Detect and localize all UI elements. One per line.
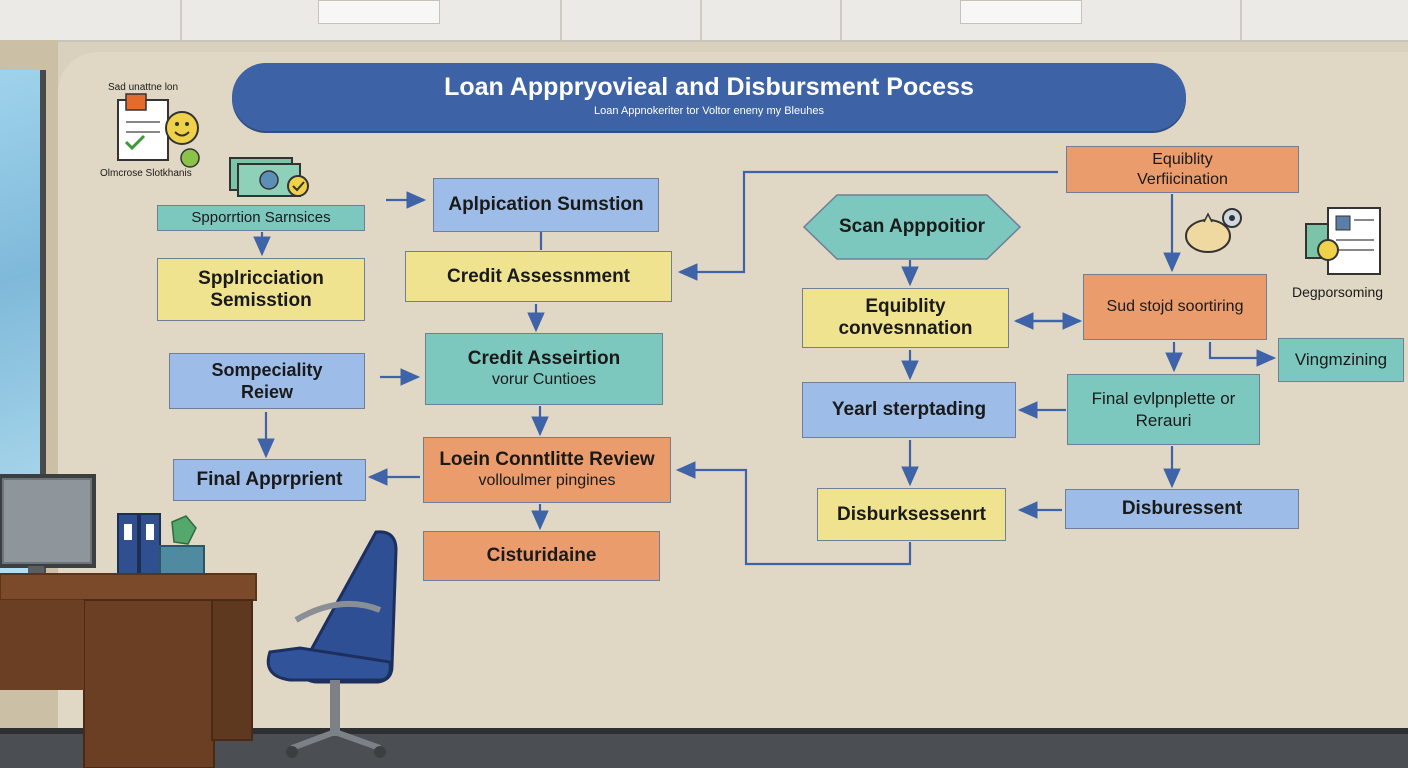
ceiling-light bbox=[318, 0, 440, 24]
money-icon bbox=[229, 157, 309, 197]
flow-node-application-submission: Spplricciation Semisstion bbox=[157, 258, 365, 321]
ceiling-beam bbox=[1240, 0, 1242, 40]
node-subtitle: volloulmer pingines bbox=[478, 472, 616, 489]
flow-node-disbursement-right: Disburessent bbox=[1065, 489, 1299, 529]
title-banner: Loan Apppryovieal and Disbursment Pocess… bbox=[232, 63, 1186, 131]
node-title: Credit Asseirtion bbox=[467, 348, 621, 369]
flow-node-scan-application: Scan Apppoitior bbox=[838, 216, 986, 237]
flow-node-final-approval: Final Apprprient bbox=[173, 459, 366, 501]
node-label: Spplricciation Semisstion bbox=[198, 267, 324, 311]
ceiling bbox=[0, 0, 1408, 42]
diagram-title: Loan Apppryovieal and Disbursment Pocess bbox=[444, 73, 974, 101]
ceiling-beam bbox=[180, 0, 182, 40]
node-subtitle: vorur Cuntioes bbox=[491, 371, 597, 388]
diagram-subtitle: Loan Appnokeriter tor Voltor eneny my Bl… bbox=[594, 105, 824, 117]
flow-node-credit-asseirtion: Credit Asseirtion vorur Cuntioes bbox=[425, 333, 663, 405]
desk bbox=[0, 573, 257, 601]
binder bbox=[117, 513, 139, 581]
flow-node-support-services: Spporrtion Sarnsices bbox=[157, 205, 365, 231]
ceiling-beam bbox=[840, 0, 842, 40]
node-label: Equiblity Verfiicination bbox=[1137, 150, 1228, 188]
flow-node-speciality-review: Sompeciality Reiew bbox=[169, 353, 365, 409]
checklist-smiley-icon bbox=[117, 93, 200, 168]
resume-document-icon bbox=[1305, 207, 1381, 275]
ceiling-beam bbox=[560, 0, 562, 40]
node-label: Equiblity convesnnation bbox=[838, 296, 973, 339]
flow-node-sud-stojd-sorting: Sud stojd soortiring bbox=[1083, 274, 1267, 340]
flow-node-cisturidaine: Cisturidaine bbox=[423, 531, 660, 581]
flow-node-application-sumstion: Aplpication Sumstion bbox=[433, 178, 659, 232]
flow-node-disbursement-left: Disburksessenrt bbox=[817, 488, 1006, 541]
ceiling-light bbox=[960, 0, 1082, 24]
flow-node-yearly-sterptading: Yearl sterptading bbox=[802, 382, 1016, 438]
binder bbox=[139, 513, 161, 581]
ceiling-beam bbox=[700, 0, 702, 40]
flow-node-vingmzining: Vingmzining bbox=[1278, 338, 1404, 382]
node-title: Loein Conntlitte Review bbox=[439, 449, 655, 470]
icon-caption-top: Sad unattne lon bbox=[108, 82, 179, 93]
node-label: Final evlpnplette or Rerauri bbox=[1091, 388, 1236, 430]
icon-caption-right: Degporsoming bbox=[1292, 284, 1384, 300]
flow-node-eligibility-verification: Equiblity Verfiicination bbox=[1066, 146, 1299, 193]
node-label: Sompeciality Reiew bbox=[211, 360, 323, 402]
office-furniture bbox=[0, 474, 398, 768]
icon-caption-bottom: Olmcrose Slotkhanis bbox=[100, 168, 192, 179]
flow-node-final-complete-or-return: Final evlpnplette or Rerauri bbox=[1067, 374, 1260, 445]
piggy-bank-gear-icon bbox=[1185, 208, 1242, 253]
flow-node-eligibility-conversation: Equiblity convesnnation bbox=[802, 288, 1009, 348]
flow-node-credit-assessment: Credit Assessnment bbox=[405, 251, 672, 302]
flow-node-loan-committee-review: Loein Conntlitte Review volloulmer pingi… bbox=[423, 437, 671, 503]
flow-node-scan-application-shape bbox=[803, 194, 1021, 260]
